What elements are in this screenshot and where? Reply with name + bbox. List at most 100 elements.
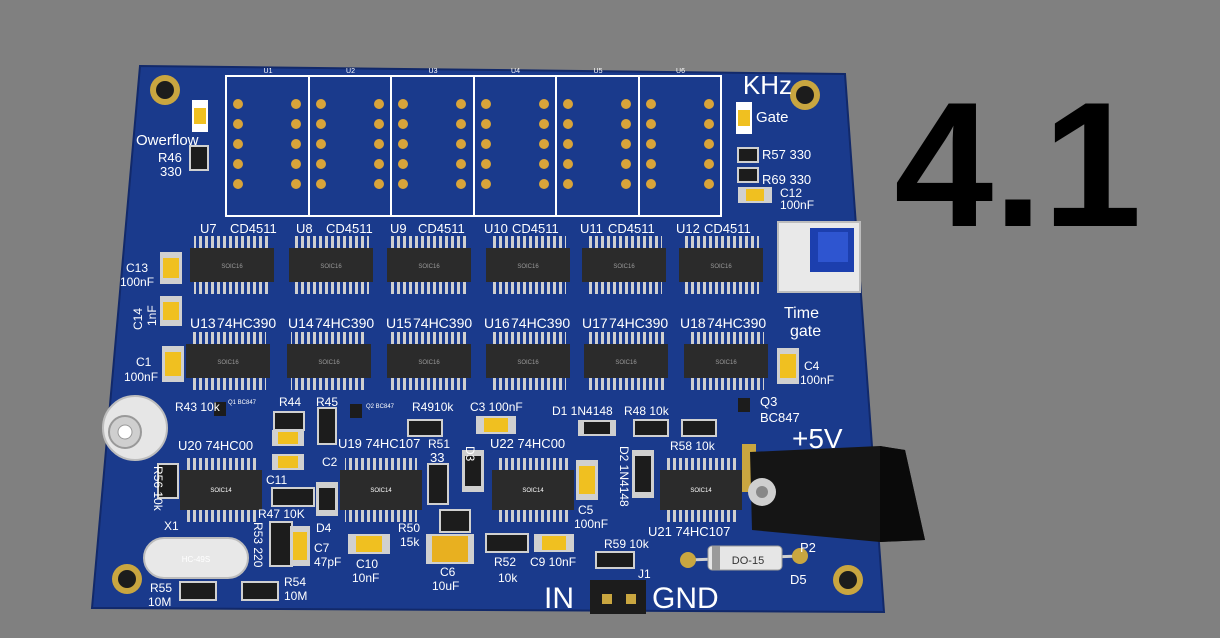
r52-value: 10k (498, 571, 518, 585)
counter-part-label: 74HC390 (315, 315, 374, 331)
chip-pins (490, 332, 566, 344)
r54-value: 10M (284, 589, 307, 603)
chip-pins (190, 378, 266, 390)
r44-label: R44 (279, 395, 301, 409)
resistor-r57 (737, 147, 759, 163)
c2-label: C2 (322, 455, 338, 469)
counter-chip-u18: SOIC16 (684, 332, 768, 390)
chip-pins (391, 332, 467, 344)
transistor-q2 (350, 404, 362, 418)
display-pin (456, 99, 466, 109)
r53-label: R53 220 (251, 522, 265, 568)
trimmer-potentiometer (102, 395, 168, 461)
chip-pins (291, 332, 367, 344)
frequency-readout: 4.1 (894, 65, 1141, 264)
c5-label: C5 (578, 503, 594, 517)
power-jack (742, 444, 925, 542)
package-label: SOIC14 (522, 488, 544, 494)
package-label: SOIC16 (320, 264, 342, 270)
r59-label: R59 10k (604, 537, 650, 551)
display-pin (233, 179, 243, 189)
in-label: IN (544, 582, 574, 615)
chip-pins (293, 236, 369, 248)
display-pin (316, 119, 326, 129)
display-pin (316, 179, 326, 189)
c5-value: 100nF (574, 517, 608, 531)
display-pin (539, 159, 549, 169)
display-pin (539, 119, 549, 129)
display-label-u3: U3 (429, 68, 438, 75)
chip-pins (588, 378, 664, 390)
display-pin (621, 119, 631, 129)
counter-part-label: 74HC390 (413, 315, 472, 331)
chip-pins (688, 378, 764, 390)
resistor-r45 (317, 407, 337, 445)
logic-chip-u19: SOIC14 (340, 458, 422, 522)
counter-chip-u16: SOIC16 (486, 332, 570, 390)
resistor-r44 (273, 411, 305, 431)
display-pin (563, 159, 573, 169)
c1-label: C1 (136, 355, 152, 369)
display-pin (456, 119, 466, 129)
resistor-r53 (269, 521, 293, 567)
decoder-part-label: CD4511 (418, 221, 465, 236)
decoder-ref-label: U10 (484, 221, 508, 236)
chip-body (186, 344, 270, 378)
resistor-r54 (241, 581, 279, 601)
display-pin (646, 139, 656, 149)
decoder-ref-label: U11 (580, 221, 603, 236)
display-pin (398, 99, 408, 109)
chip-pins (586, 236, 662, 248)
display-pin (456, 159, 466, 169)
display-pin (621, 179, 631, 189)
q3-value: BC847 (760, 410, 800, 425)
time-gate-push-button[interactable] (777, 221, 861, 293)
package-label: SOIC16 (418, 360, 440, 366)
c14-value: 1nF (145, 305, 159, 326)
input-connector-j1[interactable] (590, 580, 646, 614)
display-pin (291, 119, 301, 129)
display-pin (563, 179, 573, 189)
display-pin (704, 119, 714, 129)
resistor-r11 (271, 487, 315, 507)
display-pin (481, 119, 491, 129)
display-pin (563, 99, 573, 109)
c7-label: C7 (314, 541, 330, 555)
diode-d5: DO-15 (680, 545, 808, 571)
resistor-r49 (407, 419, 443, 437)
display-pin (374, 99, 384, 109)
j1-label: J1 (638, 567, 651, 581)
display-pin (621, 139, 631, 149)
package-label: SOIC14 (690, 488, 712, 494)
r50-value: 15k (400, 535, 420, 549)
package-label: SOIC16 (217, 360, 239, 366)
decoder-part-label: CD4511 (608, 221, 655, 236)
c1-value: 100nF (124, 370, 158, 384)
display-pin (374, 139, 384, 149)
c6-value: 10uF (432, 579, 459, 593)
mounting-holes (112, 75, 863, 595)
display-pin (291, 99, 301, 109)
display-pin (291, 159, 301, 169)
resistor-r48 (633, 419, 669, 437)
passives (157, 145, 799, 601)
decoder-part-label: CD4511 (230, 221, 277, 236)
decoder-chip-u11: SOIC16 (582, 236, 666, 294)
c11-label: C11 (266, 473, 287, 487)
r58-label: R58 10k (670, 439, 716, 453)
x1-label: X1 (164, 519, 179, 533)
display-pin (481, 139, 491, 149)
logic-chip-u20: SOIC14 (180, 458, 262, 522)
display-pin (233, 139, 243, 149)
chip-pins (588, 332, 664, 344)
display-pin (539, 99, 549, 109)
d4-label: D4 (316, 521, 332, 535)
decoder-part-label: CD4511 (704, 221, 751, 236)
chip-pins (683, 236, 759, 248)
display-pin (398, 139, 408, 149)
counter-part-label: 74HC390 (217, 315, 276, 331)
chip-pins (490, 378, 566, 390)
chip-body (190, 248, 274, 282)
